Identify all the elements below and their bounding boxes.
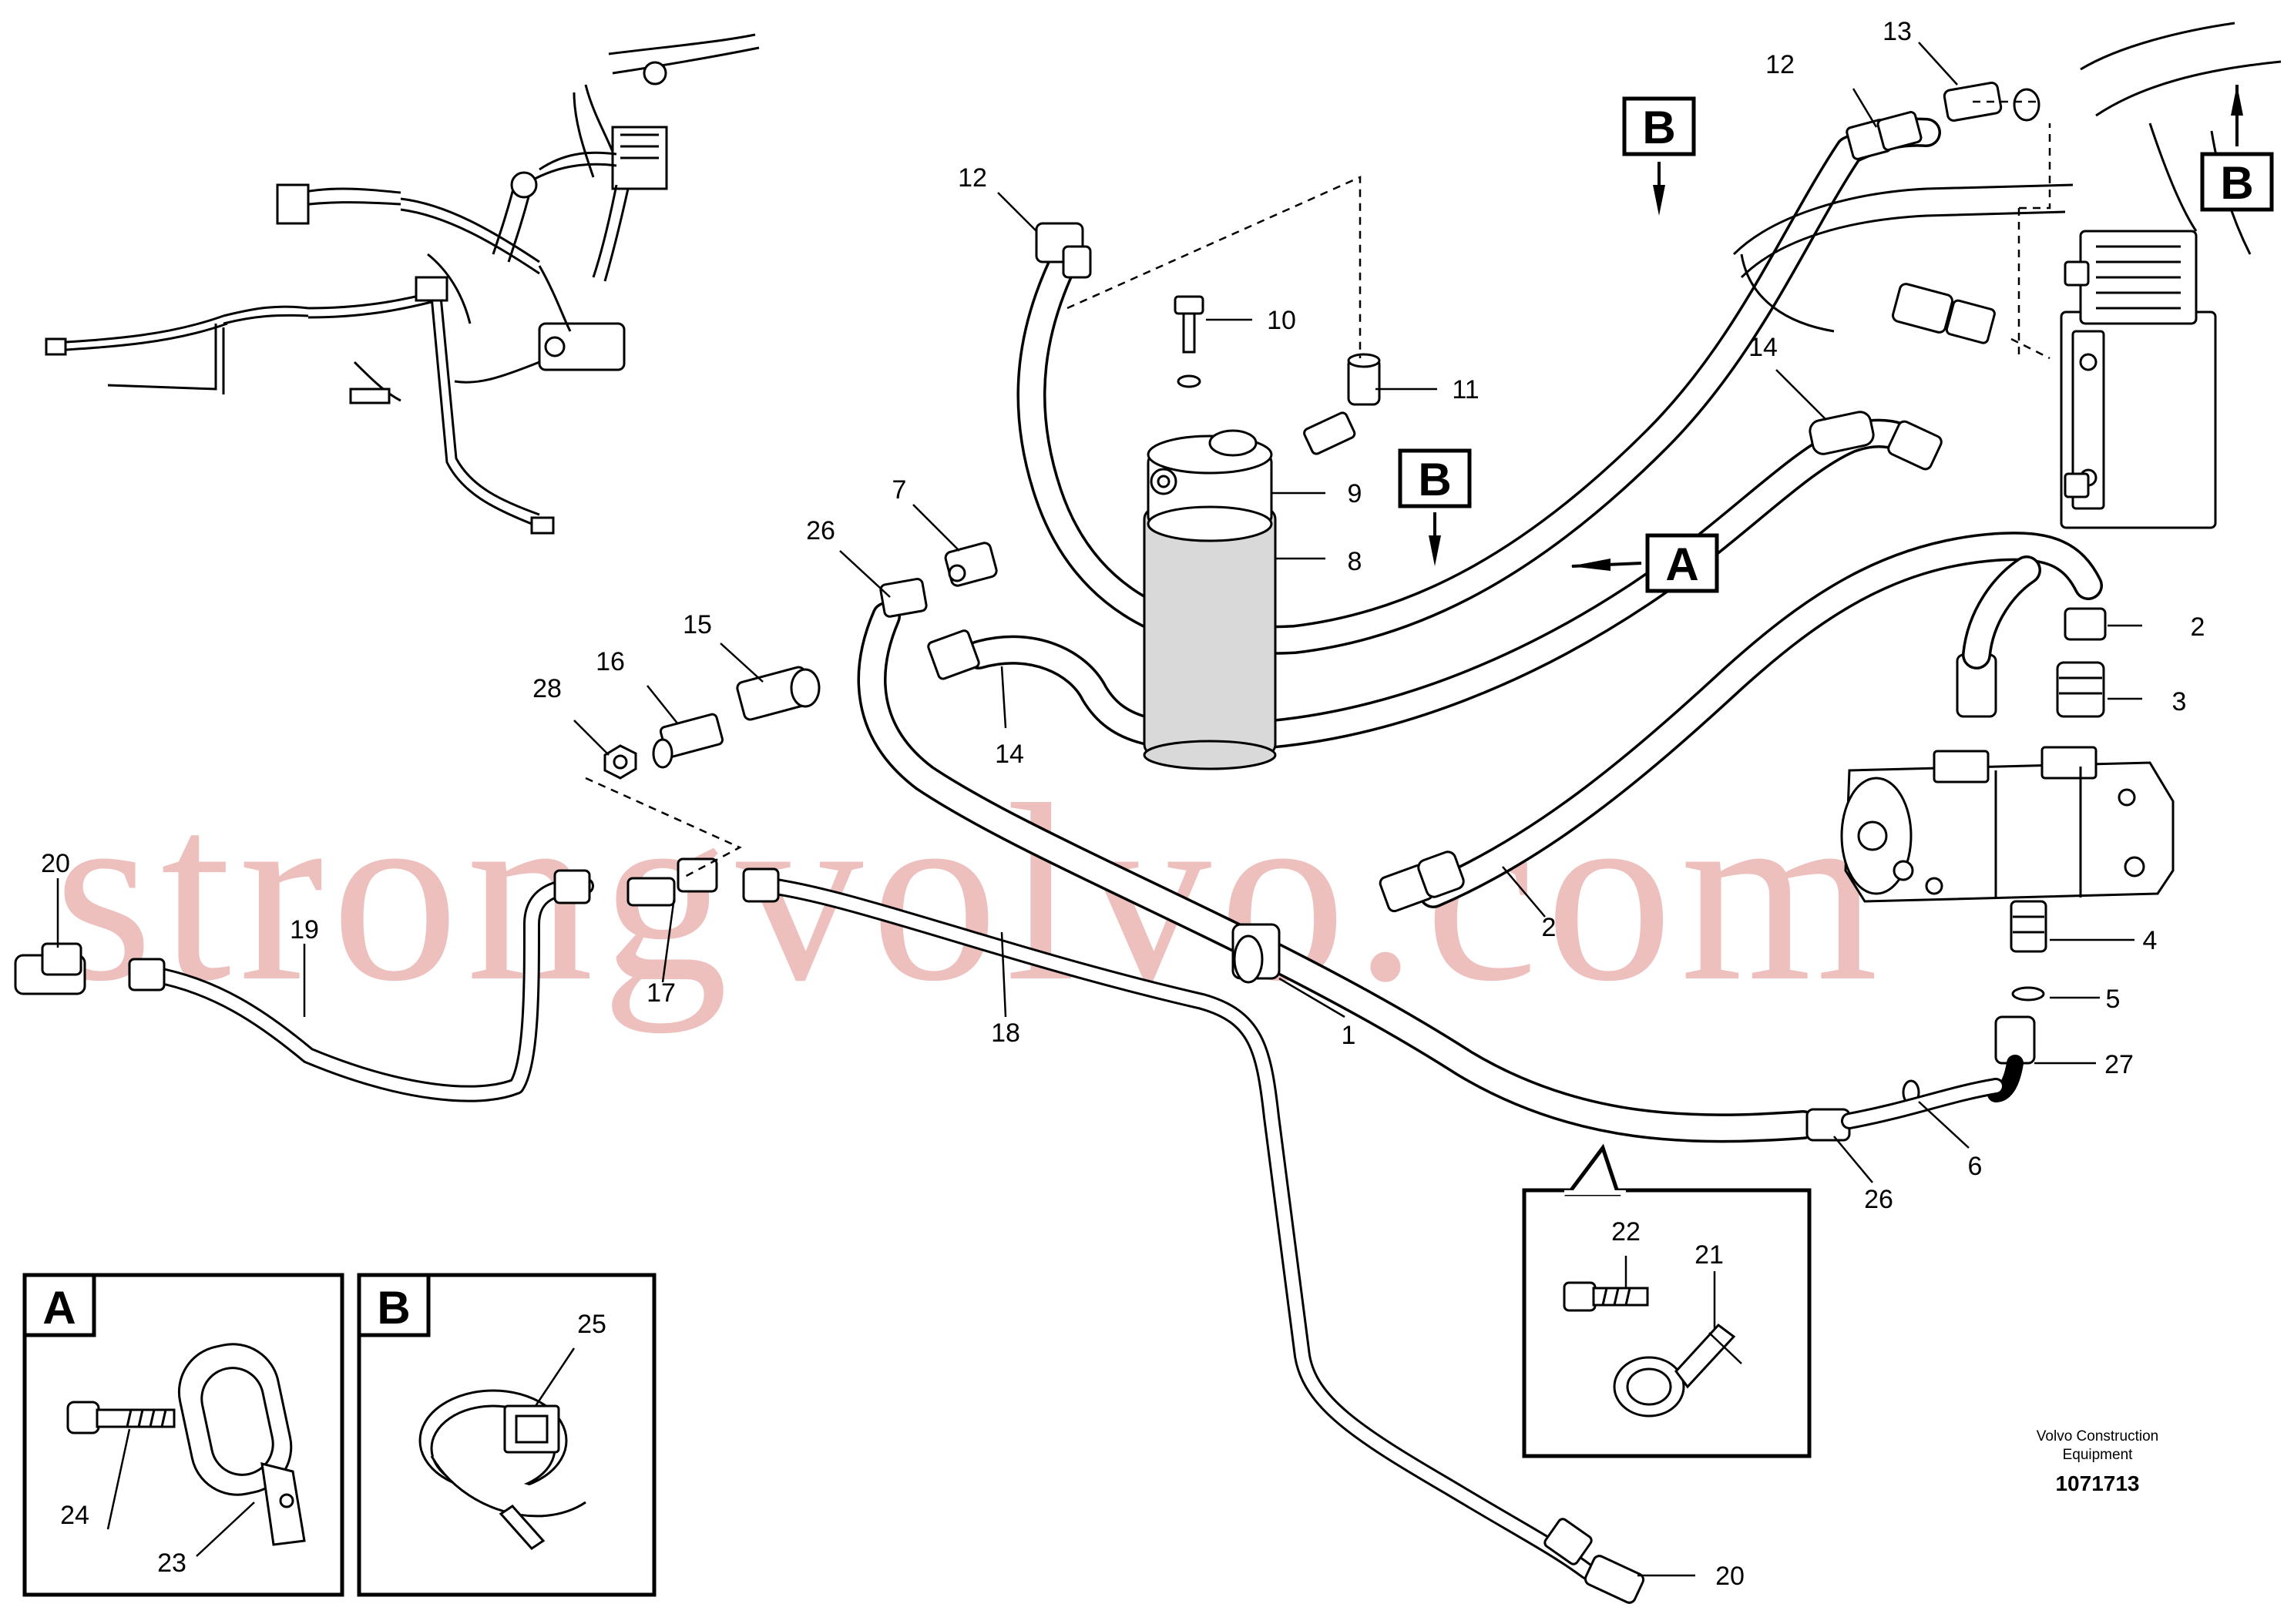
footer-block: Volvo Construction Equipment 1071713 (2037, 1428, 2158, 1495)
fitting-12-upper-right (1846, 111, 1923, 160)
pipe-19 (146, 877, 594, 1102)
svg-text:B: B (1642, 102, 1675, 153)
elbow-fitting-11 (1303, 353, 1381, 455)
svg-text:B: B (1418, 454, 1451, 505)
label-12b: 12 (1765, 50, 1795, 79)
fitting-26-lower (1805, 1078, 2004, 1142)
hose-14-right-fittings (1809, 411, 1943, 471)
oil-cooler (2060, 230, 2217, 529)
part-number-labels: 12 12 13 10 11 9 8 7 26 15 16 28 14 14 2… (41, 17, 2205, 1591)
machine-frame (1732, 22, 2282, 360)
label-12a: 12 (958, 163, 987, 193)
svg-text:B: B (2220, 157, 2253, 209)
label-5: 5 (2106, 985, 2121, 1014)
hose-12-upper (1016, 117, 1941, 655)
fitting-1 (1231, 923, 1281, 984)
detail-box-b: B (357, 1273, 657, 1597)
view-tag-a1: A (1570, 533, 1719, 593)
hose-2-lower (1419, 532, 2103, 908)
brand-line-1: Volvo Construction (2037, 1428, 2158, 1444)
view-tag-b2: B (2200, 85, 2274, 212)
label-14b: 14 (1748, 333, 1778, 362)
label-22: 22 (1611, 1217, 1641, 1247)
label-7: 7 (892, 475, 907, 505)
label-8: 8 (1348, 547, 1362, 576)
fitting-15 (736, 666, 821, 721)
label-19: 19 (290, 915, 319, 945)
hydraulic-pump (1840, 746, 2175, 903)
label-11: 11 (1452, 375, 1479, 404)
drawing-number: 1071713 (2055, 1471, 2139, 1495)
label-27: 27 (2104, 1050, 2134, 1079)
connector-12-upper-left (1035, 222, 1092, 279)
nut-28 (603, 744, 637, 780)
view-tag-b1: B (1622, 96, 1696, 216)
svg-text:A: A (1665, 539, 1698, 590)
label-21: 21 (1694, 1240, 1724, 1270)
label-17: 17 (647, 978, 676, 1008)
label-1: 1 (1342, 1021, 1356, 1050)
label-2a: 2 (2191, 612, 2205, 642)
brand-line-2: Equipment (2063, 1447, 2134, 1463)
label-16: 16 (596, 647, 625, 676)
fitting-7 (944, 542, 998, 587)
label-9: 9 (1348, 479, 1362, 508)
filter-assembly (1143, 429, 1277, 770)
label-6: 6 (1968, 1152, 1983, 1181)
hose-2-lower-fittings (1379, 851, 1465, 913)
pipe-connectors (14, 857, 1645, 1604)
leader-lines (56, 42, 2142, 1577)
pump-fittings (1956, 555, 2107, 1102)
label-15: 15 (683, 610, 712, 639)
label-13: 13 (1883, 17, 1912, 46)
reference-dashes (585, 176, 1362, 880)
svg-text:A: A (42, 1282, 76, 1334)
label-10: 10 (1267, 306, 1296, 335)
label-14a: 14 (995, 740, 1024, 769)
detail-clamp-21-22 (1522, 1143, 1812, 1458)
label-3: 3 (2172, 687, 2187, 716)
label-24: 24 (60, 1501, 89, 1530)
label-20a: 20 (41, 849, 70, 878)
bolt-10 (1174, 295, 1204, 388)
overview-inset (45, 33, 760, 535)
hose-14-end-fitting (927, 629, 980, 680)
fitting-16 (652, 713, 724, 769)
label-4: 4 (2143, 926, 2158, 955)
label-18: 18 (991, 1018, 1020, 1048)
label-25: 25 (577, 1310, 606, 1339)
pipe-18 (751, 876, 1596, 1580)
label-2b: 2 (1542, 913, 1557, 942)
detail-box-a: A (22, 1273, 344, 1597)
hose-26-long (857, 602, 1818, 1143)
fitting-26-upper (879, 578, 928, 618)
label-26b: 26 (1864, 1185, 1893, 1214)
label-26a: 26 (806, 516, 835, 545)
view-tag-b3: B (1398, 448, 1472, 566)
label-28: 28 (532, 674, 562, 703)
label-20b: 20 (1715, 1562, 1745, 1591)
label-23: 23 (157, 1549, 186, 1578)
svg-text:B: B (377, 1282, 410, 1334)
